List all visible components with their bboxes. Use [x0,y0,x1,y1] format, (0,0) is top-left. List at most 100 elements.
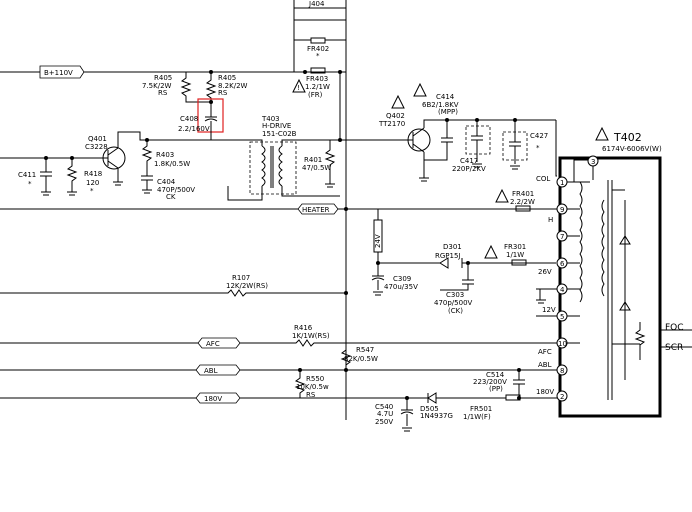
net-180v-label: 180V [204,395,222,403]
warning-icon [292,78,306,93]
r405-left-resistor: R405 7.5K/2W RS [142,72,211,103]
q402-value: TT2170 [378,120,405,128]
r401-resistor: R401 47/0.5W [302,140,336,188]
r418-resistor: R418 120 * [66,158,102,195]
d301-value: RGP15J [435,252,460,260]
c540-capacitor: C540 4.7U 250V [375,398,414,432]
svg-text:4: 4 [560,286,565,294]
c404-sub: CK [166,193,176,201]
warning-icon-c414 [413,82,427,97]
r405a-value: 7.5K/2W [142,82,172,90]
r550-label: R550 [306,375,324,383]
net-24v-label: 24V [374,234,382,248]
r416-value: 1K/1W(RS) [292,332,330,340]
c404-value: 470P/500V [157,186,195,194]
r-24v-resistor: 24V [373,219,383,253]
c411-label: C411 [18,171,36,179]
fr403-resistor: FR403 1.2/1W (FR) ! [292,67,340,99]
t403-label: T403 [261,115,280,123]
c514-value: 223/200V [473,378,507,386]
svg-text:10: 10 [558,340,567,348]
c408-value: 2.2/160V [178,125,210,133]
c427-star: * [536,144,540,152]
c417-capacitor: C417 220P/2KV [452,120,491,173]
d301-diode: D301 RGP15J [435,243,463,269]
t402-flyback-transformer: T402 6174V-6006V(W) [558,126,662,418]
c514-capacitor: C514 223/200V (PP) [473,370,525,396]
svg-text:1: 1 [560,179,564,187]
svg-text:26V: 26V [538,268,552,276]
fr403-sub: (FR) [308,91,323,99]
r550-resistor: R550 10K/0.5w RS [294,370,329,399]
r550-sub: RS [306,391,316,399]
svg-text:ABL: ABL [538,361,552,369]
c404-label: C404 [157,178,176,186]
fr301-value: 1/1W [506,251,524,259]
r405-right-resistor: R405 8.2K/2W RS [205,72,248,102]
r418-value: 120 [86,179,99,187]
svg-text:12V: 12V [542,306,556,314]
c309-value: 470u/35V [384,283,418,291]
c540-value: 4.7U [377,410,393,418]
svg-text:AFC: AFC [538,348,552,356]
warning-icon-fr301 [484,244,498,259]
net-heater-tag: HEATER [297,203,339,215]
q402-label: Q402 [386,112,405,120]
fr501-label: FR501 [470,405,492,413]
c427-capacitor: C427 * [502,120,548,170]
r547-resistor: R547 82K/0.5W [340,343,378,370]
r418-star: * [90,187,94,195]
svg-text:COL: COL [536,175,550,183]
r403-value: 1.8K/0.5W [154,160,190,168]
r405b-sub: RS [218,89,228,97]
c540-label: C540 [375,403,393,411]
r405b-label: R405 [218,74,236,82]
d505-diode: D505 1N4937G [420,392,453,420]
q402-transistor: Q402 TT2170 [340,94,556,182]
c411-star: * [28,180,32,188]
warning-icon-mark: ! [297,84,300,92]
net-b110v-label: B+110V [44,69,73,77]
q401-label: Q401 [88,135,107,143]
c408-label: C408 [180,115,198,123]
screen-label: SCR [665,343,683,353]
r547-value: 82K/0.5W [344,355,378,363]
net-afc-tag: AFC [197,337,241,349]
c414-value: 6B2/1.8KV [422,101,459,109]
net-abl-label: ABL [204,367,218,375]
c408-capacitor: C408 2.2/160V [178,98,224,140]
t402-label: T402 [613,131,642,144]
fr402-resistor: FR402 * [294,37,346,60]
svg-text:2: 2 [560,393,564,401]
svg-text:H: H [548,216,553,224]
j404-connector: J404 [293,0,347,21]
fr301-label: FR301 [504,243,526,251]
c417-value: 220P/2KV [452,165,486,173]
t403-value: H-DRIVE [262,122,291,130]
r416-label: R416 [294,324,313,332]
net-heater-label: HEATER [302,206,330,214]
fr401-label: FR401 [512,190,534,198]
c404-capacitor: C404 470P/500V CK [141,168,195,201]
fr402-star: * [316,52,320,60]
t402-pin-labels: COL H 26V 12V AFC ABL 180V [536,175,556,396]
c411-capacitor: C411 * [18,158,52,190]
net-180v-tag: 180V [195,392,241,404]
c427-label: C427 [530,132,548,140]
svg-text:5: 5 [560,313,564,321]
c514-sub: (PP) [489,385,503,393]
net-b110v-tag: B+110V [39,65,85,79]
r107-resistor: R107 12K/2W(RS) [0,274,346,297]
j404-label: J404 [308,0,325,8]
pin-3 [587,155,599,167]
focus-screen-outputs: FOC SCR [634,322,692,353]
r403-resistor: R403 1.8K/0.5W [141,140,190,168]
ground-symbols-left [41,178,152,196]
svg-text:180V: 180V [536,388,554,396]
c303-capacitor: C303 470p/500V (CK) [434,263,474,315]
t402-value: 6174V-6006V(W) [602,145,662,153]
c414-capacitor: C414 6B2/1.8KV (MPP) [413,82,459,161]
c303-sub: (CK) [448,307,463,315]
r405b-value: 8.2K/2W [218,82,248,90]
net-afc-label: AFC [206,340,220,348]
